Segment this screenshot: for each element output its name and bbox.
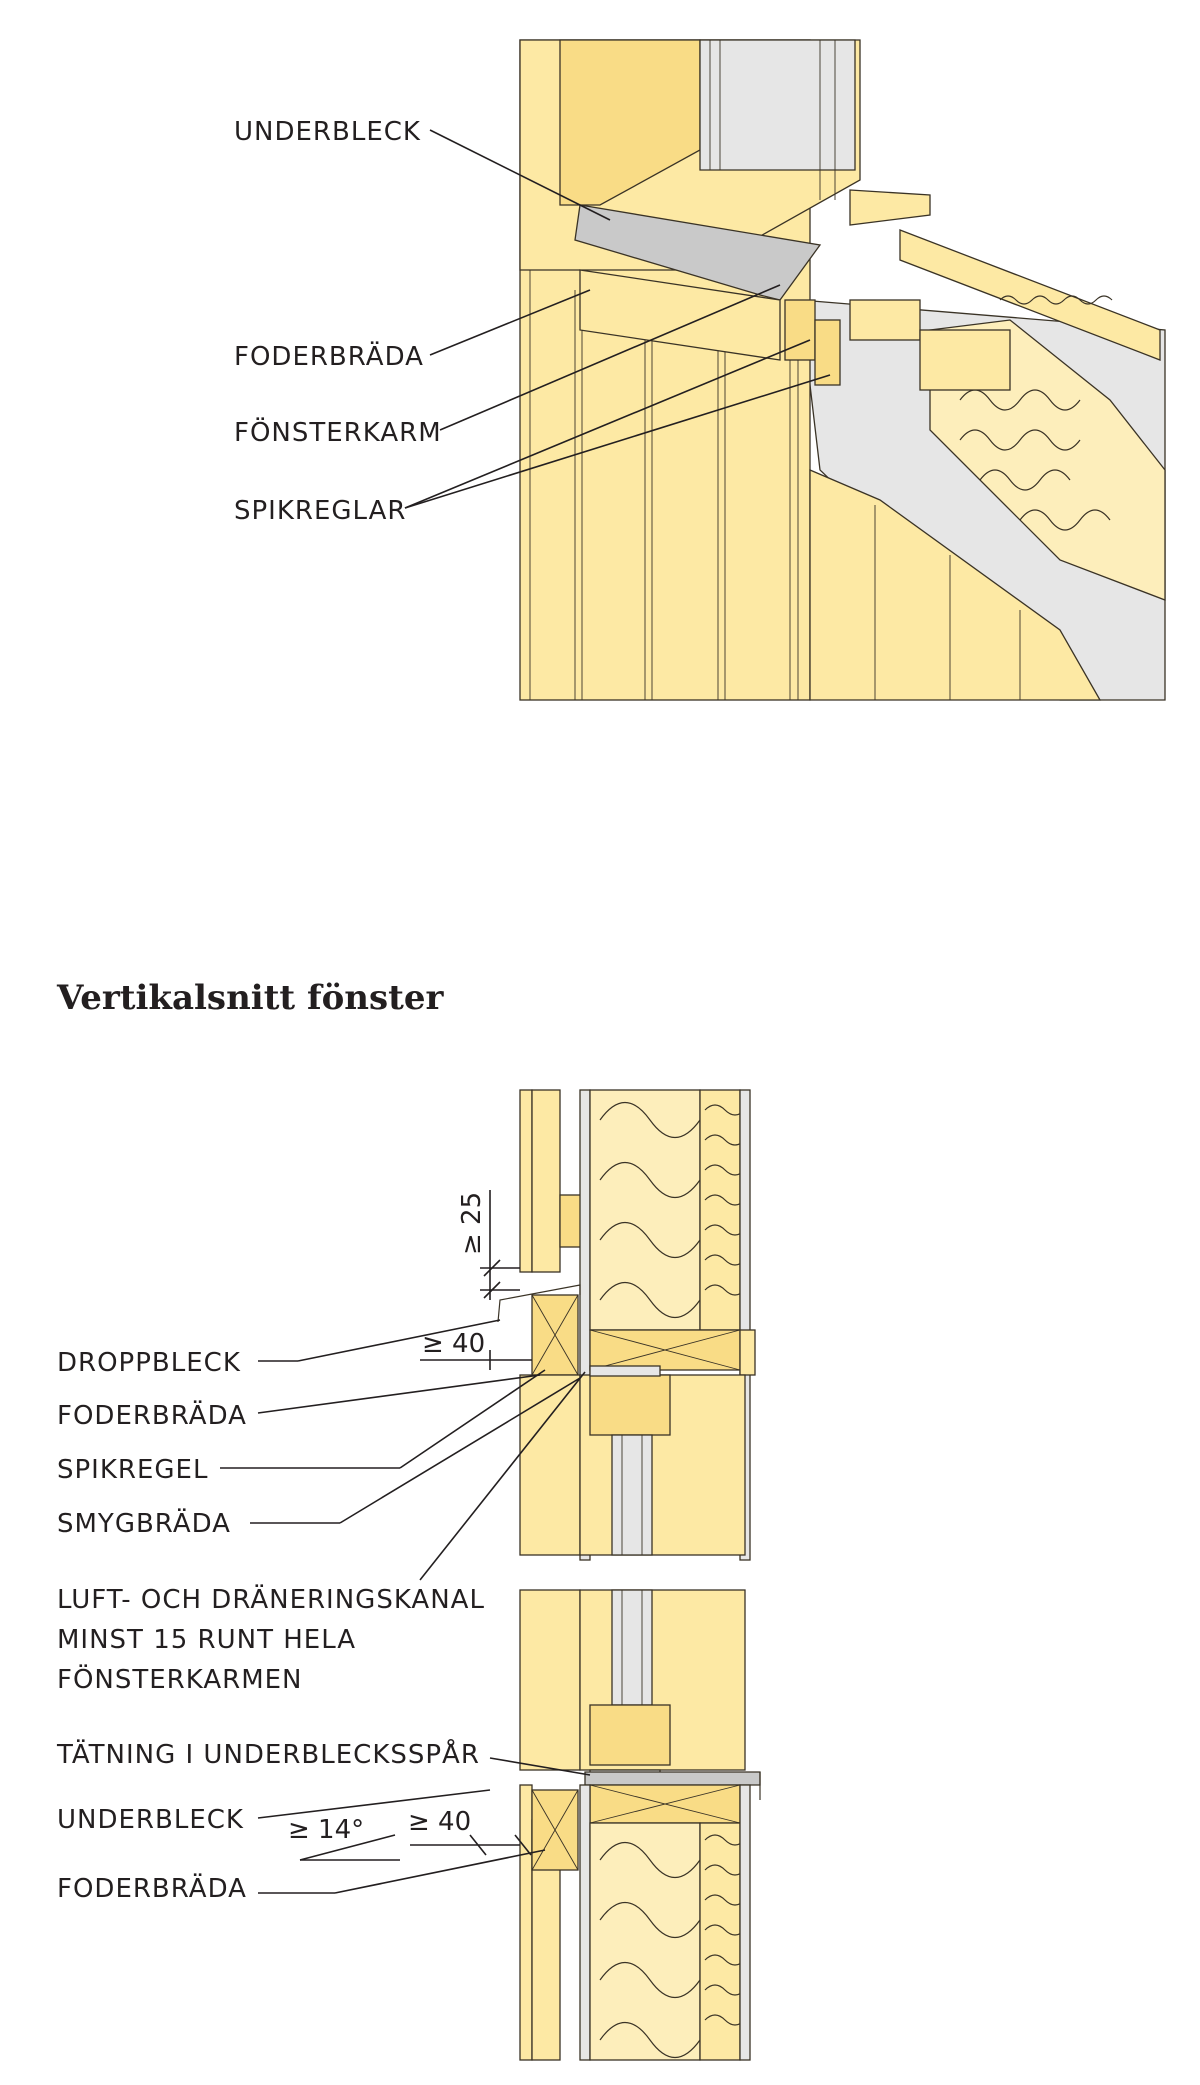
label-foderbrada-1: FODERBRÄDA <box>57 1399 247 1431</box>
underbleck-sheet <box>574 204 822 301</box>
glass-pane <box>699 39 856 171</box>
label-underbleck: UNDERBLECK <box>234 117 421 147</box>
label-foderbrada: FODERBRÄDA <box>234 340 424 372</box>
sill-board <box>849 189 931 226</box>
label-fonsterkarm: FÖNSTERKARM <box>234 416 442 448</box>
label-underbleck-bottom: UNDERBLECK <box>57 1805 244 1835</box>
inner-board-upper <box>739 1089 751 1561</box>
lower-cladding <box>809 469 1102 701</box>
section-title: Vertikalsnitt fönster <box>56 978 444 1018</box>
spikregel-block-1 <box>784 299 816 361</box>
dim-underbleck-overlap: ≥ 40 <box>408 1807 471 1837</box>
inner-battens-lower <box>699 1822 741 2061</box>
frame-inner <box>559 39 701 206</box>
stud-1 <box>849 299 921 341</box>
underbleck-sill <box>584 1771 761 1786</box>
panel-board-joints <box>529 40 799 700</box>
label-kanal-line1: LUFT- OCH DRÄNERINGSKANAL <box>57 1583 485 1615</box>
wind-barrier-lower <box>579 1784 591 2061</box>
stud-2 <box>919 329 1011 391</box>
insulation-lower <box>589 1822 701 2061</box>
dimension-marks <box>299 1190 532 1861</box>
label-smygbrada: SMYGBRÄDA <box>57 1507 231 1539</box>
label-droppbleck: DROPPBLECK <box>57 1348 241 1378</box>
label-kanal-line3: FÖNSTERKARMEN <box>57 1663 303 1695</box>
window-sash-lower <box>589 1704 671 1766</box>
label-spikreglar: SPIKREGLAR <box>234 496 406 526</box>
smygbrada-upper <box>519 1374 581 1556</box>
cladding-upper <box>519 1089 533 1273</box>
label-tatning: TÄTNING I UNDERBLECKSSPÅR <box>56 1738 480 1770</box>
vent-channel-upper <box>589 1365 661 1377</box>
label-kanal-line2: MINST 15 RUNT HELA <box>57 1625 356 1655</box>
droppbleck-sheet <box>497 1284 581 1323</box>
smygbrada-lower <box>519 1589 581 1771</box>
inner-battens-upper <box>699 1089 741 1331</box>
glass-lower <box>611 1589 653 1706</box>
insulation-pattern <box>959 389 1111 531</box>
window-sash-upper <box>589 1374 671 1436</box>
batten-pattern <box>999 295 1113 305</box>
bottom-leaders <box>220 1319 591 1894</box>
dim-gap-top: ≥ 25 <box>457 1192 487 1255</box>
dim-slope: ≥ 14° <box>288 1815 364 1845</box>
label-foderbrada-2: FODERBRÄDA <box>57 1872 247 1904</box>
label-spikregel: SPIKREGEL <box>57 1455 208 1485</box>
top-leaders <box>404 129 831 509</box>
vertical-section-lower <box>519 1589 761 2061</box>
isometric-window-view <box>519 39 1166 701</box>
foderbrada-board <box>579 269 781 361</box>
cladding-lower <box>519 1784 533 2061</box>
glass-upper <box>611 1434 653 1556</box>
vertical-section-upper <box>497 1089 756 1561</box>
spikregel-block-2 <box>814 319 841 386</box>
inner-board-lower <box>739 1784 751 2061</box>
